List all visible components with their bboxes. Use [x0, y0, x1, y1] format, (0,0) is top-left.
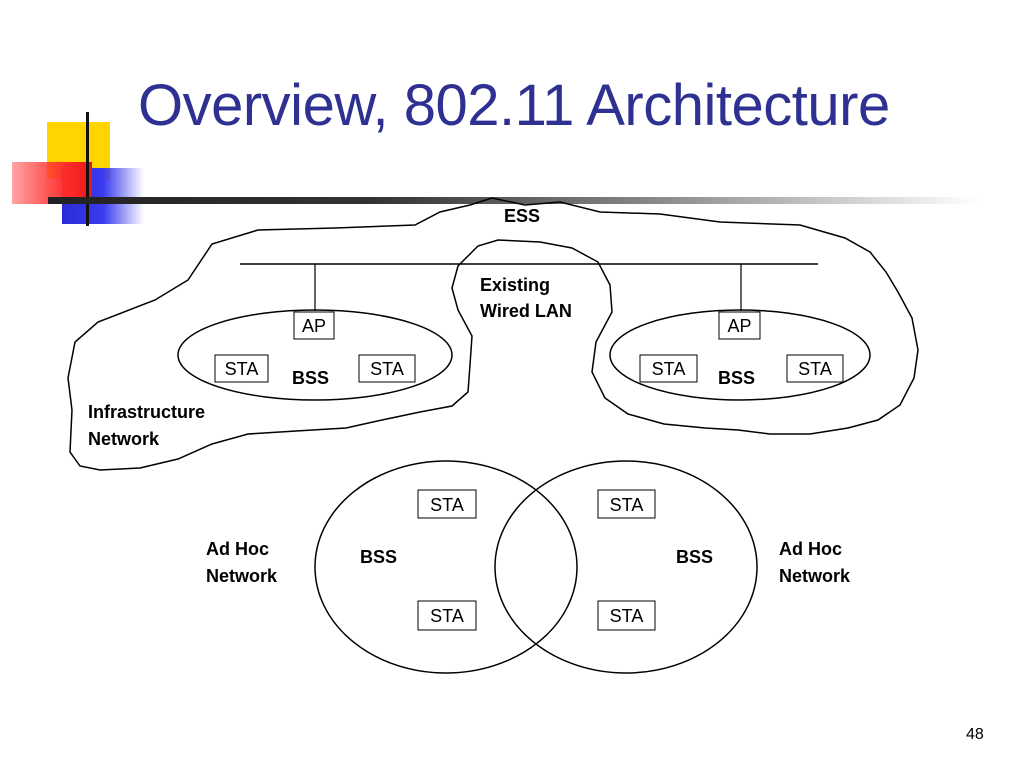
adhoc-left-sta-bottom-label: STA	[430, 606, 464, 626]
left-ap-box	[293, 311, 335, 340]
right-sta-left-box	[639, 354, 698, 383]
adhoc-left-sta-top-label: STA	[430, 495, 464, 515]
wired-lan-label-line2: Wired LAN	[480, 301, 572, 321]
right-bss-label: BSS	[718, 368, 755, 388]
right-sta-left-label: STA	[652, 359, 686, 379]
infrastructure-label-line1: Infrastructure	[88, 402, 205, 422]
right-sta-right-box	[786, 354, 844, 383]
left-sta-right-label: STA	[370, 359, 404, 379]
adhoc-left-circle	[314, 460, 578, 674]
infrastructure-label-line2: Network	[88, 429, 160, 449]
left-bss-label: BSS	[292, 368, 329, 388]
adhoc-right-sta-top-box	[597, 489, 656, 519]
right-ap-box	[718, 311, 761, 340]
adhoc-right-sta-bottom-label: STA	[610, 606, 644, 626]
right-sta-right-label: STA	[798, 359, 832, 379]
left-sta-left-label: STA	[225, 359, 259, 379]
adhoc-right-label-line2: Network	[779, 566, 851, 586]
left-sta-right-box	[358, 354, 416, 383]
adhoc-right-sta-top-label: STA	[610, 495, 644, 515]
page-number: 48	[966, 726, 984, 743]
adhoc-left-label-line1: Ad Hoc	[206, 539, 269, 559]
ess-cloud	[67, 197, 919, 471]
left-bss-ellipse	[177, 309, 453, 401]
wired-lan-label-line1: Existing	[480, 275, 550, 295]
right-ap-label: AP	[727, 316, 751, 336]
adhoc-right-label-line1: Ad Hoc	[779, 539, 842, 559]
adhoc-right-bss-label: BSS	[676, 547, 713, 567]
left-sta-left-box	[214, 354, 269, 383]
title-underline	[48, 197, 978, 204]
adhoc-left-sta-bottom-box	[417, 600, 477, 631]
adhoc-left-label-line2: Network	[206, 566, 278, 586]
adhoc-left-bss-label: BSS	[360, 547, 397, 567]
adhoc-right-circle	[494, 460, 758, 674]
decor-vertical-line	[86, 112, 89, 226]
left-ap-label: AP	[302, 316, 326, 336]
ess-label: ESS	[504, 206, 540, 226]
right-bss-ellipse	[609, 309, 871, 401]
adhoc-right-sta-bottom-box	[597, 600, 656, 631]
adhoc-left-sta-top-box	[417, 489, 477, 519]
slide-title: Overview, 802.11 Architecture	[138, 73, 890, 138]
